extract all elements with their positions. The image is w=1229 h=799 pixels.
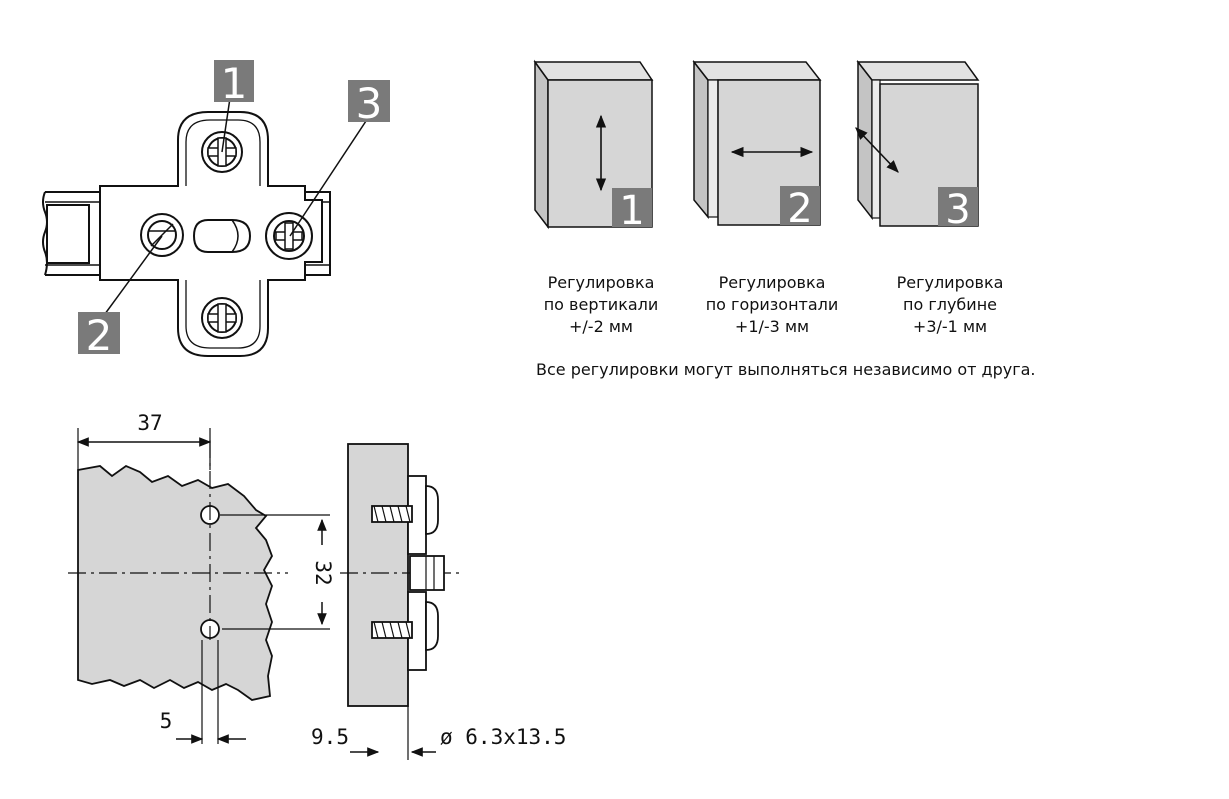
adjustment-door-horizontal: 2 bbox=[692, 59, 822, 232]
dim-5: 5 bbox=[160, 709, 173, 733]
plate-badge-3: 3 bbox=[348, 79, 390, 128]
caption-title: Регулировка bbox=[718, 273, 826, 292]
badge-label: 3 bbox=[356, 79, 383, 128]
caption-range: +/-2 мм bbox=[569, 317, 633, 336]
caption-direction: по вертикали bbox=[543, 295, 659, 314]
adjustment-door-vertical: 1 bbox=[533, 59, 654, 234]
caption-direction: по горизонтали bbox=[705, 295, 839, 314]
dim-9-5: 9.5 bbox=[311, 725, 349, 749]
drilling-panel-front bbox=[68, 428, 330, 744]
dim-37: 37 bbox=[137, 411, 162, 435]
dim-hole: ø 6.3x13.5 bbox=[440, 725, 566, 749]
hinge-plate-drawing bbox=[42, 97, 369, 357]
caption-depth: Регулировка по глубине +3/-1 мм bbox=[885, 272, 1015, 338]
adjustment-door-depth: 3 bbox=[855, 59, 980, 233]
caption-range: +1/-3 мм bbox=[734, 317, 810, 336]
independence-note: Все регулировки могут выполняться незави… bbox=[536, 360, 1036, 379]
plate-badge-1: 1 bbox=[214, 59, 254, 108]
depth-arrow bbox=[855, 127, 899, 173]
badge-label: 3 bbox=[945, 187, 970, 233]
caption-direction: по глубине bbox=[902, 295, 997, 314]
caption-title: Регулировка bbox=[547, 273, 655, 292]
badge-label: 1 bbox=[619, 188, 644, 234]
caption-vertical: Регулировка по вертикали +/-2 мм bbox=[536, 272, 666, 338]
badge-label: 2 bbox=[787, 186, 812, 232]
caption-horizontal: Регулировка по горизонтали +1/-3 мм bbox=[702, 272, 842, 338]
badge-label: 2 bbox=[86, 311, 113, 360]
caption-title: Регулировка bbox=[896, 273, 1004, 292]
drilling-panel-side bbox=[340, 443, 460, 760]
badge-label: 1 bbox=[221, 59, 248, 108]
caption-range: +3/-1 мм bbox=[912, 317, 988, 336]
dim-32: 32 bbox=[311, 560, 335, 585]
plate-badge-2: 2 bbox=[78, 311, 120, 360]
